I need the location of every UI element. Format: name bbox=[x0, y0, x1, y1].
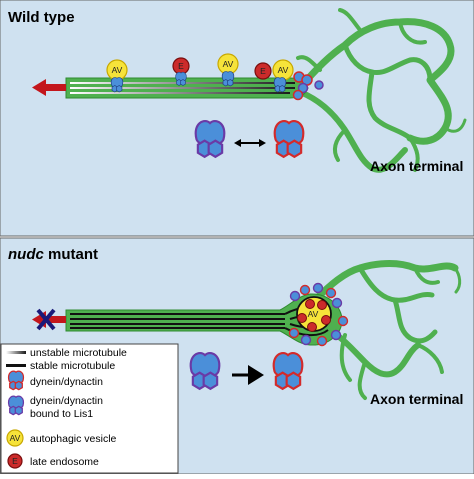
retrograde-arrow bbox=[32, 79, 66, 96]
blocked-transport-arrow bbox=[32, 308, 66, 331]
svg-text:stable microtubule: stable microtubule bbox=[30, 360, 115, 372]
svg-text:unstable microtubule: unstable microtubule bbox=[30, 347, 127, 359]
legend-item-dynein-lis1: dynein/dynactin bound to Lis1 bbox=[7, 395, 103, 420]
dynein-exchange bbox=[194, 120, 305, 159]
e-cargo-2: E bbox=[254, 62, 272, 80]
terminal-dynein-cluster bbox=[292, 71, 324, 101]
mutant-panel: nudc mutant bbox=[0, 237, 474, 475]
mutant-terminal-label: Axon terminal bbox=[370, 391, 463, 407]
svg-text:AV: AV bbox=[308, 309, 319, 319]
dynein-conversion bbox=[189, 352, 304, 391]
right-arrow-icon bbox=[232, 365, 264, 385]
axon-terminal-network-mutant bbox=[311, 260, 462, 400]
legend-item-stable: stable microtubule bbox=[6, 360, 115, 372]
autophagic-vesicle-icon: AV bbox=[6, 429, 24, 447]
svg-text:E: E bbox=[178, 61, 184, 71]
svg-text:bound to Lis1: bound to Lis1 bbox=[30, 408, 93, 420]
svg-text:AV: AV bbox=[278, 65, 289, 75]
dynein-lis1-icon bbox=[7, 395, 25, 416]
mutant-title: nudc mutant bbox=[8, 246, 98, 263]
late-endosome-icon: E bbox=[7, 453, 23, 469]
svg-text:E: E bbox=[260, 66, 266, 76]
svg-text:dynein/dynactin: dynein/dynactin bbox=[30, 395, 103, 407]
accumulated-cargo: AV bbox=[288, 282, 349, 347]
legend-item-unstable: unstable microtubule bbox=[6, 347, 127, 359]
wild-type-panel: Wild type AV bbox=[0, 0, 474, 237]
legend: unstable microtubule stable microtubule … bbox=[0, 343, 179, 474]
bidirectional-arrow-icon bbox=[234, 139, 266, 147]
svg-text:AV: AV bbox=[112, 65, 123, 75]
svg-text:AV: AV bbox=[223, 59, 234, 69]
e-cargo-1: E bbox=[172, 57, 190, 86]
dynein-dynactin-icon bbox=[7, 370, 25, 391]
svg-text:E: E bbox=[12, 456, 18, 466]
av-cargo-1: AV bbox=[106, 59, 128, 93]
svg-text:late endosome: late endosome bbox=[30, 456, 99, 468]
av-cargo-3: AV bbox=[272, 59, 294, 93]
stable-microtubule-icon bbox=[6, 364, 26, 367]
wild-type-terminal-label: Axon terminal bbox=[370, 158, 463, 174]
wild-type-title: Wild type bbox=[8, 9, 75, 26]
legend-box bbox=[0, 343, 179, 474]
legend-item-av: AV autophagic vesicle bbox=[6, 429, 117, 447]
svg-text:dynein/dynactin: dynein/dynactin bbox=[30, 376, 103, 388]
svg-text:autophagic vesicle: autophagic vesicle bbox=[30, 433, 117, 445]
wild-type-panel-bg bbox=[0, 0, 474, 237]
legend-item-dynein-dynactin: dynein/dynactin bbox=[7, 370, 103, 391]
legend-item-late-endosome: E late endosome bbox=[7, 453, 99, 469]
unstable-microtubule-icon bbox=[6, 351, 26, 354]
av-cargo-2: AV bbox=[217, 53, 239, 87]
svg-text:AV: AV bbox=[10, 433, 21, 443]
axon-terminal-network bbox=[296, 8, 467, 173]
